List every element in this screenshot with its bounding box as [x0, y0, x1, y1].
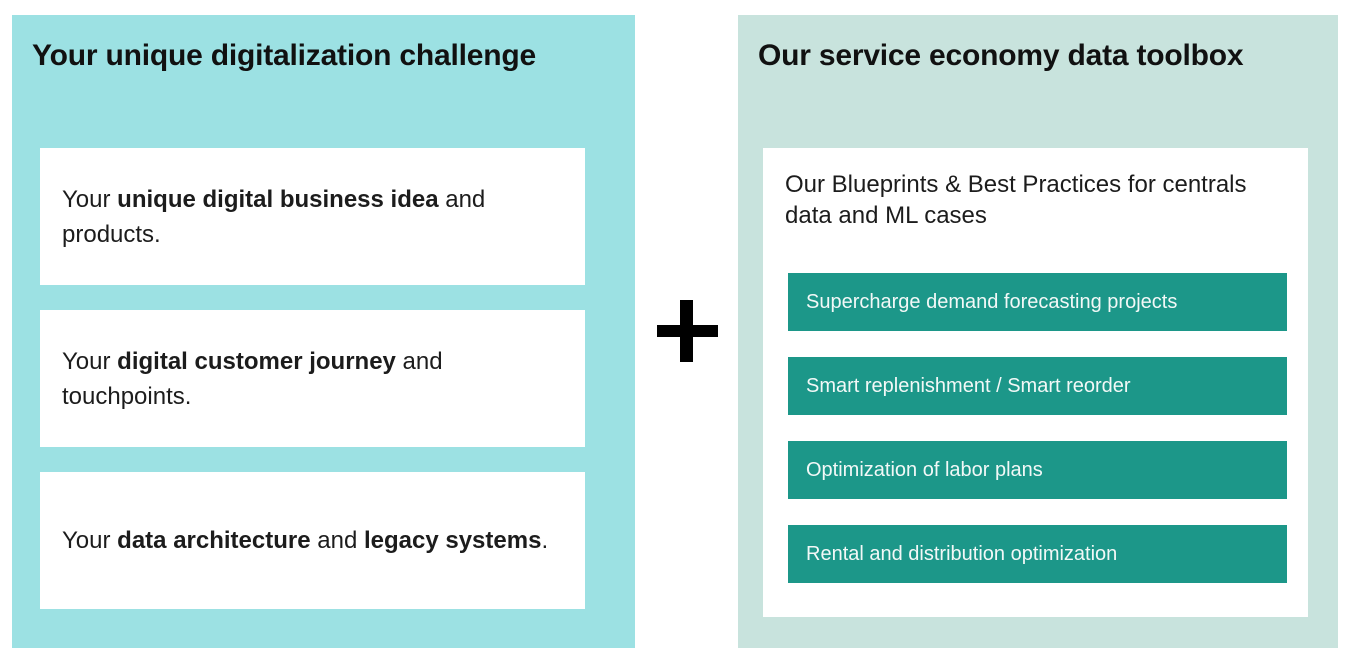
toolbox-panel-title: Our service economy data toolbox [758, 39, 1244, 72]
toolbox-button[interactable]: Smart replenishment / Smart reorder [788, 357, 1287, 415]
toolbox-panel: Our service economy data toolbox Our Blu… [738, 15, 1338, 648]
plus-icon [656, 300, 718, 362]
challenge-panel: Your unique digitalization challenge You… [12, 15, 635, 648]
challenge-card: Your digital customer journey and touchp… [40, 310, 585, 447]
challenge-card-text: Your unique digital business idea and pr… [62, 185, 486, 248]
toolbox-button[interactable]: Rental and distribution optimization [788, 525, 1287, 583]
toolbox-card: Our Blueprints & Best Practices for cent… [763, 148, 1308, 617]
challenge-card-text: Your digital customer journey and touchp… [62, 347, 443, 410]
toolbox-button[interactable]: Supercharge demand forecasting projects [788, 273, 1287, 331]
toolbox-card-heading: Our Blueprints & Best Practices for cent… [785, 171, 1247, 229]
challenge-card: Your data architecture and legacy system… [40, 472, 585, 609]
challenge-card-text: Your data architecture and legacy system… [62, 527, 549, 554]
challenge-cards: Your unique digital business idea and pr… [40, 148, 585, 634]
challenge-panel-title: Your unique digitalization challenge [32, 39, 536, 72]
challenge-card: Your unique digital business idea and pr… [40, 148, 585, 285]
toolbox-button[interactable]: Optimization of labor plans [788, 441, 1287, 499]
